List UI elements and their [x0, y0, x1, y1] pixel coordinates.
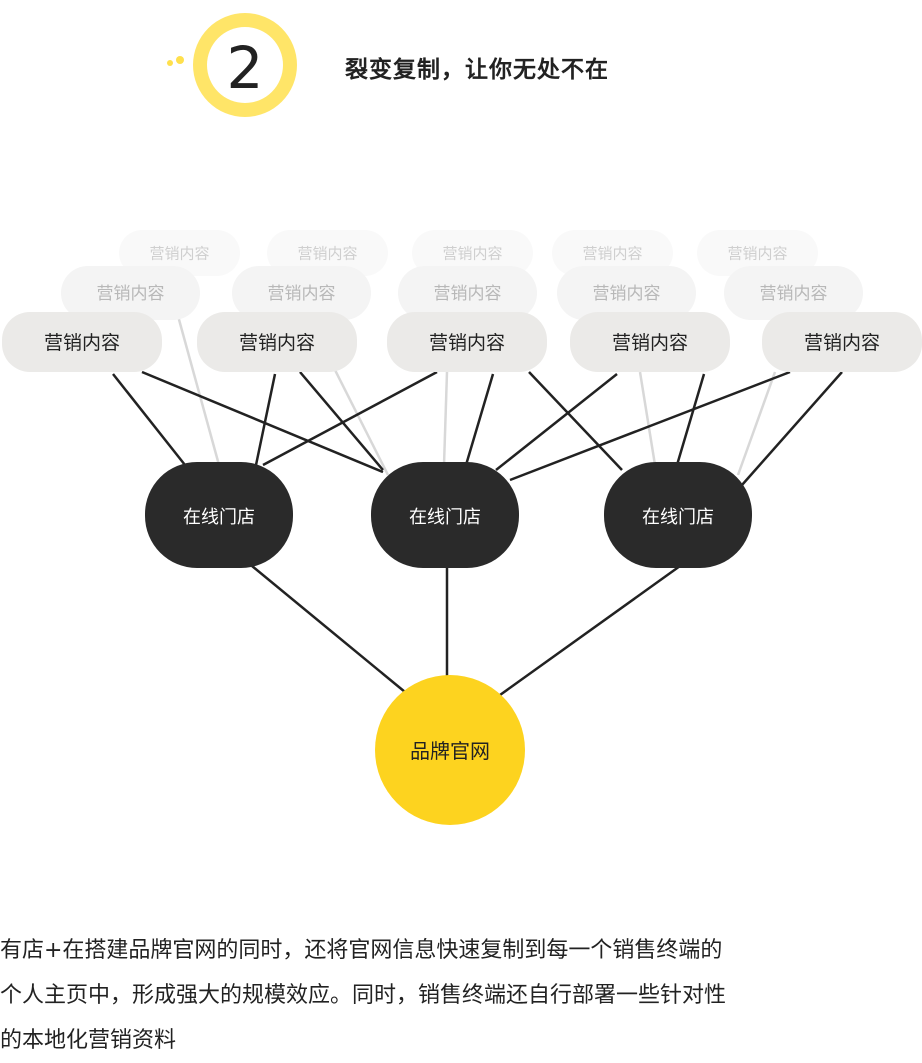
content-node-label: 营销内容 — [804, 332, 880, 354]
content-node-middle: 营销内容 — [61, 266, 200, 320]
description: 有店+在搭建品牌官网的同时，还将官网信息快速复制到每一个销售终端的 个人主页中，… — [0, 928, 922, 1063]
content-node-middle-label: 营销内容 — [760, 284, 828, 304]
brand-node-label: 品牌官网 — [410, 739, 490, 763]
connector-line — [675, 373, 706, 466]
store-node-label: 在线门店 — [409, 507, 481, 528]
content-node-label: 营销内容 — [239, 332, 315, 354]
content-node-label: 营销内容 — [612, 332, 688, 354]
connector-line — [509, 370, 791, 482]
content-node: 营销内容 — [570, 312, 730, 372]
content-node-middle: 营销内容 — [232, 266, 371, 320]
content-node-back-label: 营销内容 — [727, 244, 787, 262]
connector-line-faint — [638, 371, 657, 466]
connector-line — [262, 370, 438, 467]
connector-line — [495, 373, 618, 471]
description-line: 个人主页中，形成强大的规模效应。同时，销售终端还自行部署一些针对性 — [0, 983, 727, 1008]
connector-line — [741, 371, 843, 486]
replication-diagram: 2 营销内容营销内容营销内容营销内容营销内容营销内容营销内容营销内容营销内容营销… — [2, 13, 922, 825]
content-node-middle-label: 营销内容 — [97, 284, 165, 304]
description-line: 有店+在搭建品牌官网的同时，还将官网信息快速复制到每一个销售终端的 — [0, 938, 723, 963]
content-node-middle-label: 营销内容 — [268, 284, 336, 304]
connector-line — [299, 371, 384, 471]
content-node: 营销内容 — [2, 312, 162, 372]
connector-line — [141, 370, 384, 474]
connector-line — [499, 564, 681, 697]
connector-line — [528, 371, 623, 471]
store-node-label: 在线门店 — [183, 507, 255, 528]
content-node-back: 营销内容 — [267, 230, 388, 276]
content-node-back: 营销内容 — [412, 230, 533, 276]
connector-line-faint — [173, 304, 221, 466]
content-node-back-label: 营销内容 — [582, 244, 642, 262]
store-node-label: 在线门店 — [642, 507, 714, 528]
content-node-middle-label: 营销内容 — [434, 284, 502, 304]
connector-line — [464, 373, 495, 466]
content-node-back: 营销内容 — [119, 230, 240, 276]
store-node: 在线门店 — [145, 462, 293, 568]
content-node-label: 营销内容 — [44, 332, 120, 354]
store-node: 在线门店 — [371, 462, 519, 568]
content-node-label: 营销内容 — [429, 332, 505, 354]
content-node-back: 营销内容 — [552, 230, 673, 276]
content-node: 营销内容 — [762, 312, 922, 372]
content-node: 营销内容 — [387, 312, 547, 372]
connector-line — [251, 565, 406, 693]
content-node-back-label: 营销内容 — [297, 244, 357, 262]
step-badge: 2 — [167, 13, 297, 117]
section-title: 裂变复制，让你无处不在 — [345, 57, 609, 83]
brand-node: 品牌官网 — [375, 675, 525, 825]
content-node-back-label: 营销内容 — [149, 244, 209, 262]
description-line: 的本地化营销资料 — [0, 1028, 177, 1053]
content-node-back-label: 营销内容 — [442, 244, 502, 262]
content-node-middle: 营销内容 — [557, 266, 696, 320]
content-node-back: 营销内容 — [697, 230, 818, 276]
content-node-middle: 营销内容 — [398, 266, 537, 320]
connector-line-faint — [442, 371, 449, 466]
content-node-middle-label: 营销内容 — [593, 284, 661, 304]
connector-line — [254, 373, 277, 466]
step-number: 2 — [227, 34, 264, 102]
connector-line-faint — [736, 371, 777, 476]
content-node-middle: 营销内容 — [724, 266, 863, 320]
connector-line-faint — [333, 369, 390, 476]
store-node: 在线门店 — [604, 462, 752, 568]
content-node: 营销内容 — [197, 312, 357, 372]
connector-line — [112, 373, 186, 466]
